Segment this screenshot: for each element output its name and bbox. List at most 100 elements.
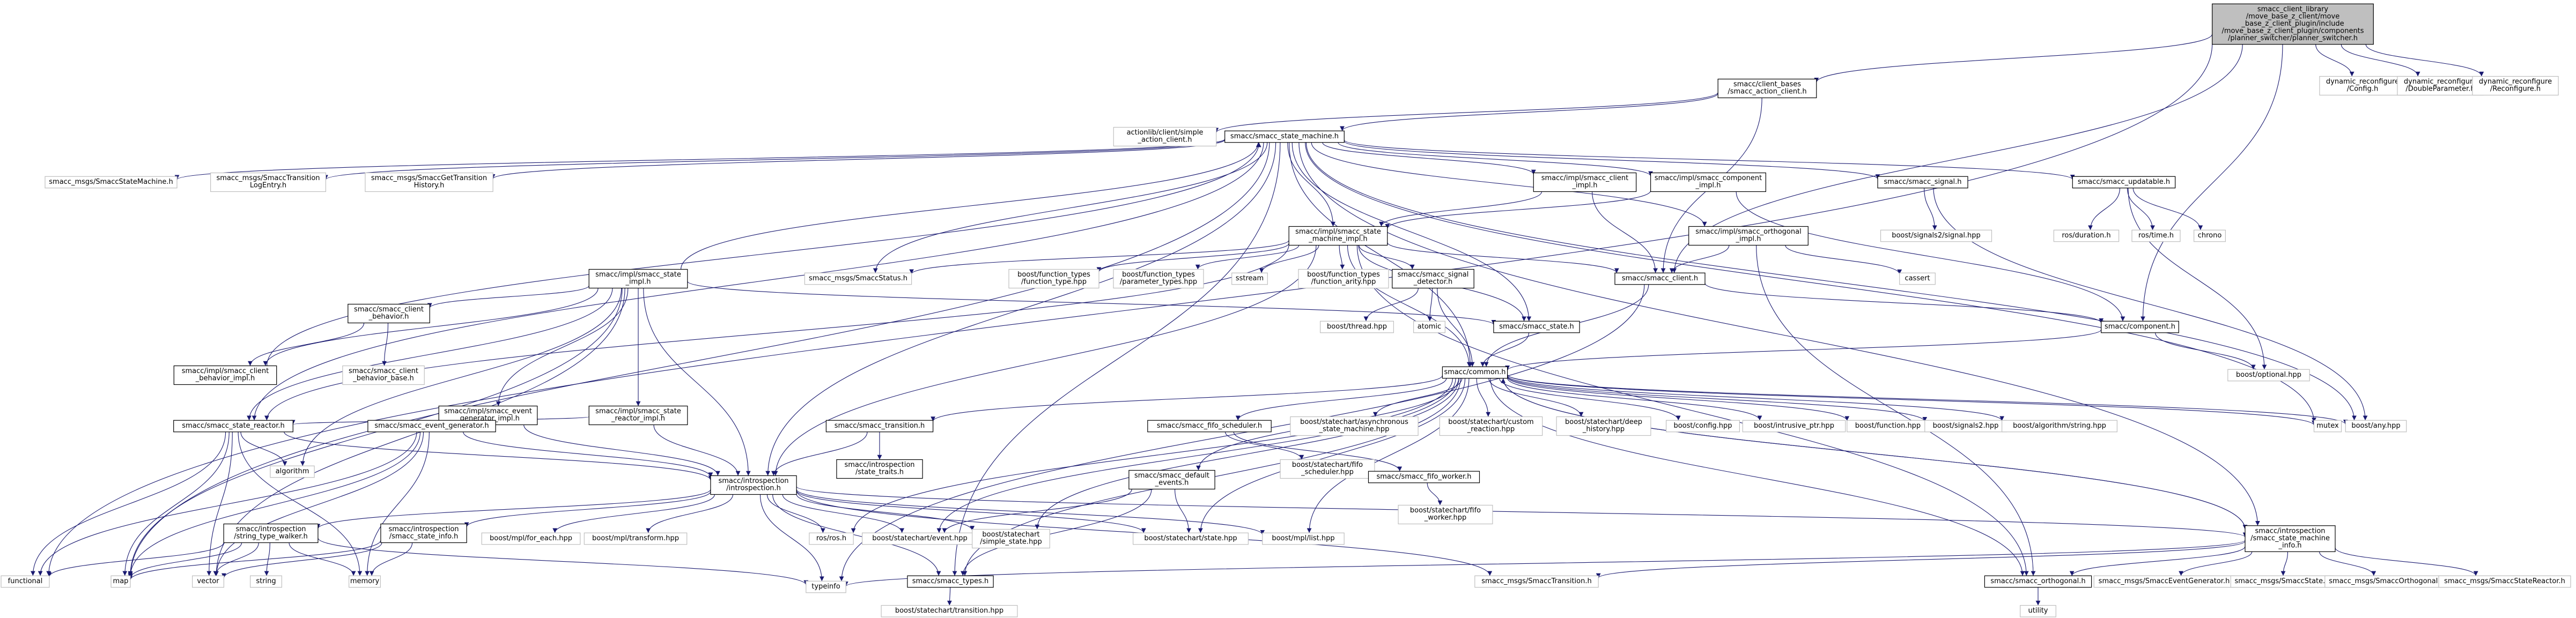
node-label: /introspection.h [726,485,781,493]
node-box [2345,420,2407,433]
node-box [45,176,178,189]
node-mpl-list: boost/mpl/list.hpp [1262,532,1345,545]
node-label: smacc/impl/smacc_component [1655,174,1762,182]
edge-sm-to-component-impl [1338,142,1653,176]
node-label: cassert [1905,274,1930,282]
node-label: smacc/smacc_transition.h [835,422,925,430]
node-ft-params: boost/function_types/parameter_types.hpp [1113,269,1204,289]
node-signal[interactable]: smacc/smacc_signal.h [1877,176,1968,189]
edge-smi-to-msg-state [2280,552,2288,576]
edge-signal-detector-to-thread [1363,288,1419,322]
node-simple-action-client: actionlib/client/simple_action_client.h [1113,126,1217,147]
node-state-impl[interactable]: smacc/impl/smacc_state_impl.h [588,269,688,289]
edge-introspection-to-bstate [796,490,1146,533]
node-label: smacc/introspection [2255,527,2325,535]
edge-stw-to-vector [213,542,259,576]
node-state-traits[interactable]: smacc/introspection/state_traits.h [836,459,923,479]
node-component-impl[interactable]: smacc/impl/smacc_component_impl.h [1650,172,1767,192]
nodes-layer: smacc_client_library/move_base_z_client/… [1,3,2571,617]
edge-smi-to-common [1501,378,2246,530]
edge-sm-to-msg-statemachine [175,138,1226,180]
node-box [1290,416,1419,436]
node-label: smacc/smacc_client [349,367,418,375]
node-cassert: cassert [1899,272,1936,285]
node-label: _action_client.h [1137,136,1192,144]
edge-introspection-to-simple-state [796,494,975,531]
node-label: _state_machine.hpp [1319,426,1390,434]
node-box [173,365,277,385]
node-reactor-impl[interactable]: smacc/impl/smacc_state_reactor_impl.h [588,405,688,426]
edge-reactor-to-algorithm [240,431,287,466]
node-mutex: mutex [2313,420,2342,433]
node-ft-type: boost/function_types/function_type.hpp [1008,269,1099,289]
node-types[interactable]: smacc/smacc_types.h [907,575,994,588]
node-updatable[interactable]: smacc/smacc_updatable.h [2072,176,2176,189]
node-box [110,575,131,588]
edge-sm-impl-to-msg-status [909,240,1289,274]
node-box [836,459,923,479]
node-orthogonal[interactable]: smacc/smacc_orthogonal.h [1984,575,2092,588]
node-box [365,172,493,192]
node-label: smacc_msgs/SmaccTransition [216,174,320,182]
node-label: /planner_switcher/planner_switcher.h [2228,34,2358,42]
edge-state-impl-to-cb-impl [263,288,599,366]
node-root[interactable]: smacc_client_library/move_base_z_client/… [2212,3,2374,45]
node-box [192,575,225,588]
node-fifo-worker[interactable]: smacc/smacc_fifo_worker.h [1368,471,1480,483]
node-label: boost/statechart/asynchronous [1300,418,1408,426]
node-label: boost/intrusive_ptr.hpp [1754,422,1834,430]
edge-default-events-to-event [942,489,1132,533]
node-sm[interactable]: smacc/smacc_state_machine.h [1224,130,1345,143]
node-label: boost/signals2/signal.hpp [1892,232,1981,240]
node-functional: functional [1,575,50,588]
node-ssi[interactable]: smacc/introspection/smacc_state_info.h [380,523,467,543]
edge-root-to-action-client [1814,34,2213,83]
node-box [1880,229,1992,242]
edge-sm-to-sm-impl [1287,142,1335,227]
node-signals2: boost/signals2.hpp [1924,420,2007,433]
node-orthogonal-impl[interactable]: smacc/impl/smacc_orthogonal_impl.h [1688,226,1809,246]
node-reactor[interactable]: smacc/smacc_state_reactor.h [173,420,293,433]
node-sm-impl[interactable]: smacc/impl/smacc_state_machine_impl.h [1288,226,1388,246]
node-client-impl[interactable]: smacc/impl/smacc_client_impl.h [1533,172,1637,192]
node-algorithm: algorithm [270,465,315,478]
node-smi[interactable]: smacc/introspection/smacc_state_machine_… [2245,525,2336,552]
node-async-sm: boost/statechart/asynchronous_state_mach… [1290,416,1419,436]
node-client-behavior[interactable]: smacc/smacc_client_behavior.h [348,303,430,324]
node-box [1877,176,1968,189]
node-label: sstream [1236,274,1264,282]
node-cb-impl[interactable]: smacc/impl/smacc_client_behavior_impl.h [173,365,277,385]
node-transition[interactable]: smacc/smacc_transition.h [825,420,934,433]
node-default-events[interactable]: smacc/smacc_default_events.h [1128,470,1215,490]
node-chrono: chrono [2194,229,2226,242]
edge-common-to-simple-state [1035,378,1459,530]
node-fifo-sched[interactable]: smacc/smacc_fifo_scheduler.h [1147,420,1272,433]
node-label: /smacc_state_info.h [389,533,459,541]
edge-default-events-to-bstate [1175,489,1191,533]
node-stw[interactable]: smacc/introspection/string_type_walker.h [223,523,319,543]
node-box [1224,130,1345,143]
node-signal-detector[interactable]: smacc/smacc_signal_detector.h [1392,269,1474,289]
node-client[interactable]: smacc/smacc_client.h [1614,272,1706,285]
edge-cb-impl-to-sm [267,142,1261,366]
node-label: ros/duration.h [2062,232,2110,240]
node-action-client[interactable]: smacc/client_bases/smacc_action_client.h [1717,78,1817,99]
node-evgen[interactable]: smacc/smacc_event_generator.h [367,420,496,433]
node-box [2227,369,2310,382]
node-label: /smacc_state_machine [2250,534,2330,542]
node-label: smacc/impl/smacc_orthogonal [1695,228,1801,236]
node-intrusive: boost/intrusive_ptr.hpp [1742,420,1846,433]
edge-client-to-typeinfo [839,284,1645,582]
node-component[interactable]: smacc/component.h [2101,321,2179,333]
node-common[interactable]: smacc/common.h [1442,366,1508,379]
node-label: boost/statechart/fifo [1292,461,1363,469]
node-box [2131,229,2181,242]
node-box [806,580,846,593]
edge-stw-to-typeinfo [318,538,809,585]
node-state[interactable]: smacc/smacc_state.h [1493,321,1580,333]
node-label: smacc/smacc_state_machine.h [1230,132,1339,140]
node-label: smacc/smacc_fifo_scheduler.h [1157,422,1262,430]
node-introspection[interactable]: smacc/introspection/introspection.h [710,475,797,495]
node-box [1688,226,1809,246]
node-label: typeinfo [811,583,840,591]
